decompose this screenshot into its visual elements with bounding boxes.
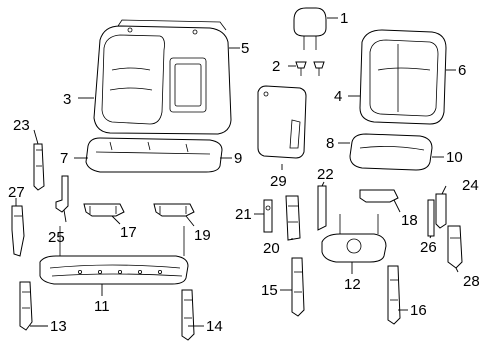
callout-22: 22 [317, 166, 334, 183]
callout-25: 25 [48, 229, 65, 246]
rear-seat-frame-part [39, 226, 189, 285]
latch-bracket-17-part [83, 203, 125, 217]
callout-17: 17 [120, 224, 137, 241]
callout-12: 12 [344, 276, 361, 293]
bracket-22-part [317, 185, 327, 231]
front-seat-back-part [359, 29, 447, 125]
callout-11: 11 [94, 298, 110, 315]
callout-29: 29 [270, 173, 287, 190]
side-panel-part [257, 85, 307, 159]
callout-28: 28 [463, 273, 480, 290]
callout-13: 13 [50, 318, 67, 335]
callout-20: 20 [263, 240, 280, 257]
leader-lines [15, 17, 459, 327]
bracket-24-part [435, 193, 447, 229]
bracket-18-part [359, 189, 399, 203]
callout-16: 16 [410, 302, 427, 319]
callout-24: 24 [462, 177, 479, 194]
front-seat-cushion-part [349, 133, 433, 171]
headrest-guide-part [295, 61, 325, 76]
rear-seat-cushion-part [85, 137, 223, 173]
callout-4: 4 [334, 88, 342, 105]
front-seat-frame-part [321, 214, 387, 263]
callout-9: 9 [234, 150, 242, 167]
callout-27: 27 [8, 184, 25, 201]
bracket-28-part [447, 225, 463, 269]
bracket-26-part [427, 199, 435, 237]
rear-seat-back-part [93, 19, 232, 135]
callout-26: 26 [420, 239, 437, 256]
bracket-27-part [11, 205, 25, 257]
headrest-part [293, 7, 327, 50]
hinge-25-part [55, 175, 69, 213]
callout-14: 14 [206, 318, 223, 335]
bracket-21-part [263, 199, 273, 233]
callout-5: 5 [241, 40, 249, 57]
callout-18: 18 [401, 212, 418, 229]
callout-19: 19 [194, 227, 211, 244]
callout-3: 3 [63, 91, 71, 108]
callout-8: 8 [326, 135, 334, 152]
callout-2: 2 [272, 58, 280, 75]
callout-10: 10 [446, 149, 463, 166]
callout-23: 23 [13, 117, 30, 134]
front-track-15-part [291, 257, 305, 317]
callout-7: 7 [60, 150, 68, 167]
rear-track-13-part [19, 281, 33, 331]
bracket-23-part [33, 143, 45, 191]
latch-bracket-19-part [153, 203, 195, 217]
bracket-20-part [285, 195, 301, 241]
callout-6: 6 [458, 62, 466, 79]
callout-21: 21 [235, 206, 252, 223]
callout-15: 15 [261, 282, 278, 299]
front-track-16-part [387, 265, 401, 325]
callout-1: 1 [340, 10, 348, 27]
rear-track-14-part [181, 289, 195, 341]
